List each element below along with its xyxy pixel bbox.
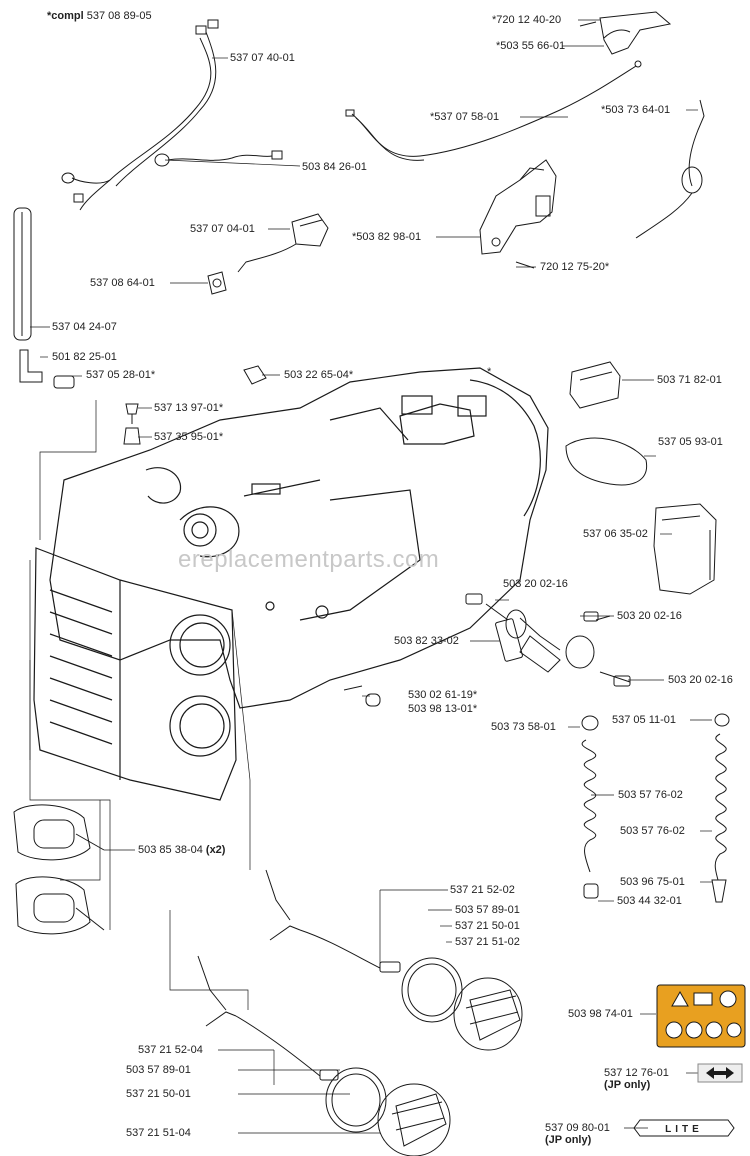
label-503-73-58-01: 503 73 58-01 — [491, 721, 556, 733]
label-537-09-80-01: 537 09 80-01(JP only) — [545, 1122, 610, 1146]
label-720-12-75-20: 720 12 75-20* — [540, 261, 610, 273]
label-537-05-28-01: 537 05 28-01* — [86, 369, 156, 381]
label-503-82-98-01: *503 82 98-01 — [352, 231, 422, 243]
oil-springs — [581, 713, 730, 903]
asterisk-housing: * — [487, 366, 492, 378]
label-537-07-40-01: 537 07 40-01 — [230, 52, 295, 64]
label-compl-wiring: *compl 537 08 89-05 — [47, 10, 152, 22]
wiring-harness — [61, 19, 219, 211]
label-503-57-76-02-a: 503 57 76-02 — [618, 789, 683, 801]
label-503-20-02-16-a: 503 20 02-16 — [503, 578, 568, 590]
cylinder-shroud — [33, 547, 237, 801]
label-537-07-04-01: 537 07 04-01 — [190, 223, 255, 235]
label-537-13-97-01: 537 13 97-01* — [154, 402, 224, 414]
label-537-21-52-04: 537 21 52-04 — [138, 1044, 203, 1056]
label-537-06-35-02: 537 06 35-02 — [583, 528, 648, 540]
label-537-12-76-01: 537 12 76-01(JP only) — [604, 1067, 669, 1091]
anti-vibration-element — [465, 593, 631, 687]
label-503-85-38-04: 503 85 38-04 (x2) — [138, 844, 226, 856]
label-503-57-76-02-b: 503 57 76-02 — [620, 825, 685, 837]
fuel-cap-right — [401, 957, 523, 1051]
label-503-98-74-01: 503 98 74-01 — [568, 1008, 633, 1020]
throttle-cable — [345, 60, 642, 161]
warning-triangle-icon — [671, 990, 689, 1007]
leader-lines — [30, 19, 712, 1134]
label-537-21-52-02: 537 21 52-02 — [450, 884, 515, 896]
label-503-22-65-04: 503 22 65-04* — [284, 369, 354, 381]
label-537-04-24-07: 537 04 24-07 — [52, 321, 117, 333]
manual-book-icon — [693, 992, 713, 1006]
label-503-44-32-01: 503 44 32-01 — [617, 895, 682, 907]
small-fasteners — [123, 365, 267, 445]
lite-decal-text: LITE — [665, 1124, 703, 1135]
stop-switch — [237, 213, 329, 273]
exploded-frame-lines — [29, 400, 251, 1010]
label-537-08-64-01: 537 08 64-01 — [90, 277, 155, 289]
label-720-12-40-20: *720 12 40-20 — [492, 14, 562, 26]
label-537-21-51-04: 537 21 51-04 — [126, 1127, 191, 1139]
label-530-02-61-19: 530 02 61-19* — [408, 689, 478, 701]
label-537-21-51-02: 537 21 51-02 — [455, 936, 520, 948]
fuel-pickup-right — [265, 869, 401, 973]
throttle-lever — [579, 11, 672, 55]
grommet — [207, 271, 227, 295]
trigger-housing — [479, 159, 557, 269]
return-spring — [635, 99, 705, 239]
fuel-pickup-left — [197, 955, 339, 1081]
label-503-82-33-02: 503 82 33-02 — [394, 635, 459, 647]
elbow-fitting — [19, 349, 75, 389]
label-537-35-95-01: 537 35 95-01* — [154, 431, 224, 443]
label-503-84-26-01: 503 84 26-01 — [302, 161, 367, 173]
label-537-07-58-01: *537 07 58-01 — [430, 111, 500, 123]
label-503-73-64-01: *503 73 64-01 — [601, 104, 671, 116]
handle-insert — [569, 361, 621, 409]
label-537-05-11-01: 537 05 11-01 — [612, 714, 677, 726]
label-503-20-02-16-c: 503 20 02-16 — [668, 674, 733, 686]
label-503-96-75-01: 503 96 75-01 — [620, 876, 685, 888]
watermark: ereplacementparts.com — [178, 546, 440, 573]
label-537-21-50-01-b: 537 21 50-01 — [126, 1088, 191, 1100]
label-503-20-02-16-b: 503 20 02-16 — [617, 610, 682, 622]
crankcase-housing — [49, 367, 549, 709]
label-503-71-82-01: 503 71 82-01 — [657, 374, 722, 386]
housing-screws — [343, 685, 381, 707]
arrow-double-icon — [697, 1063, 743, 1083]
helmet-icon — [719, 990, 737, 1008]
ignition-module-springs — [13, 804, 105, 935]
label-503-98-13-01: 503 98 13-01* — [408, 703, 478, 715]
warning-decal — [656, 984, 746, 1048]
label-503-57-89-01-b: 503 57 89-01 — [126, 1064, 191, 1076]
handle-grip-pad — [565, 437, 648, 486]
lite-decal — [633, 1119, 735, 1137]
label-537-21-50-01-a: 537 21 50-01 — [455, 920, 520, 932]
label-503-55-66-01: *503 55 66-01 — [496, 40, 566, 52]
label-503-57-89-01-a: 503 57 89-01 — [455, 904, 520, 916]
label-537-05-93-01: 537 05 93-01 — [658, 436, 723, 448]
ground-wire — [154, 150, 283, 167]
fuel-hose — [13, 207, 32, 341]
fuel-cap-left — [325, 1067, 451, 1156]
handle-cover — [653, 503, 717, 595]
label-501-82-25-01: 501 82 25-01 — [52, 351, 117, 363]
